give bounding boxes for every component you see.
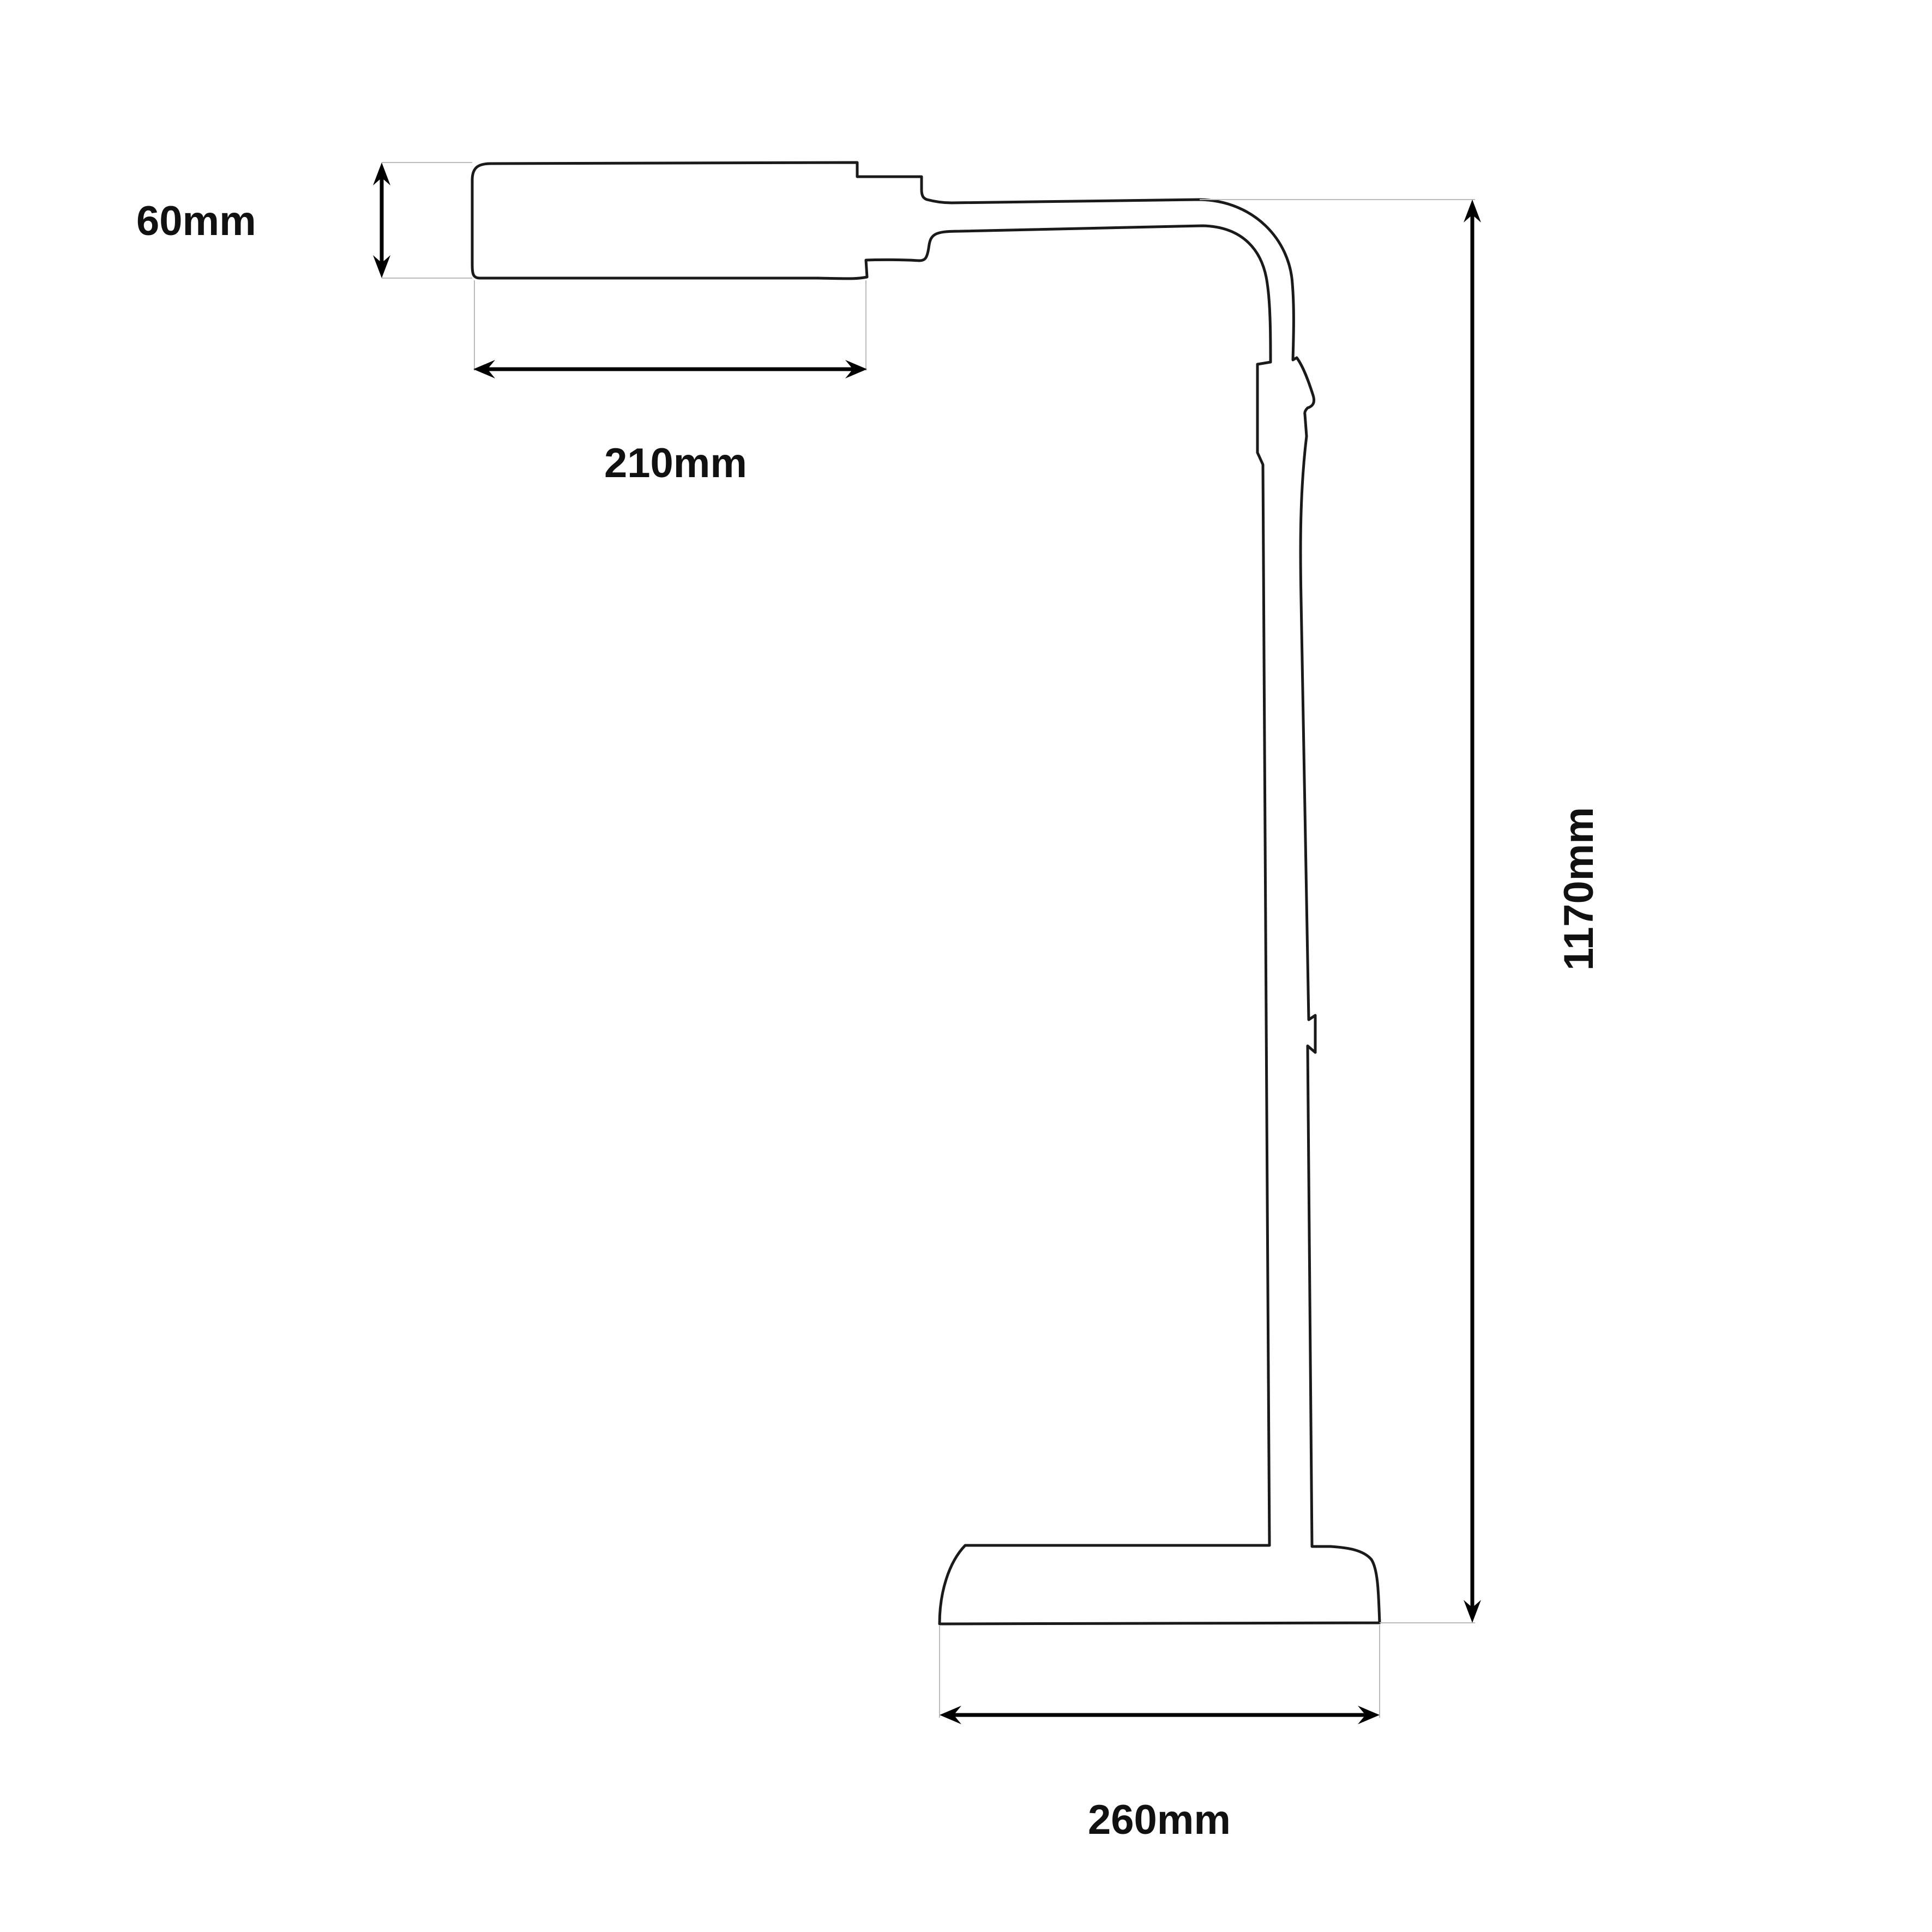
dimension-head-length xyxy=(473,360,867,378)
dimension-base-width xyxy=(940,1706,1380,1724)
extension-lines xyxy=(382,162,1475,1718)
dimension-total-height xyxy=(1464,200,1481,1623)
lamp-head-and-arm xyxy=(471,161,1381,1626)
base-width-label: 260mm xyxy=(1088,1797,1231,1843)
total-height-label: 1170mm xyxy=(1556,806,1602,971)
head-height-label: 60mm xyxy=(136,198,256,244)
dimension-head-height xyxy=(373,162,390,278)
head-length-label: 210mm xyxy=(604,440,747,486)
lamp-outline xyxy=(471,161,1381,1626)
